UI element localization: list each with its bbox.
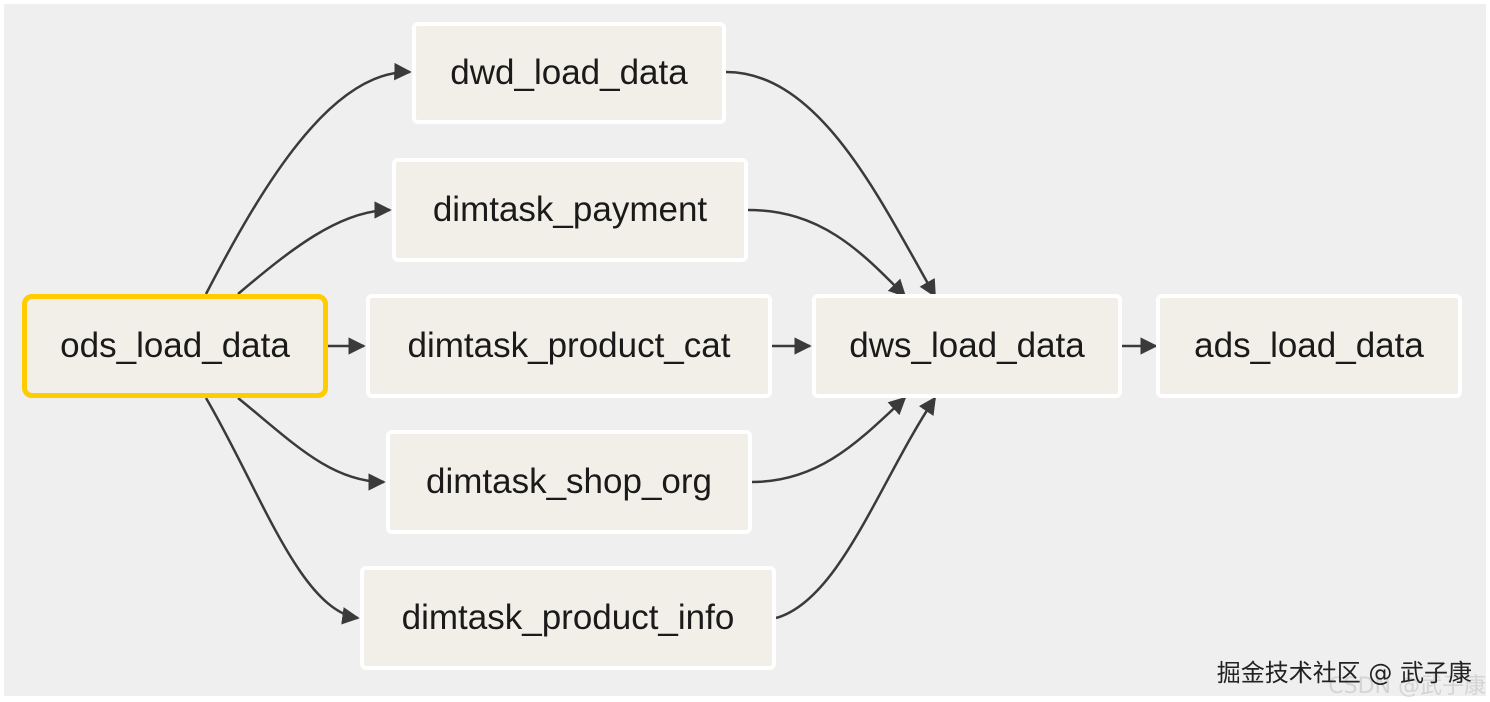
edge-ods-to-payment [237,201,392,295]
node-label: dws_load_data [849,326,1085,365]
node-ads-load-data[interactable]: ads_load_data [1156,294,1462,398]
edge-shop-org-to-dws [751,396,907,484]
node-dwd-load-data[interactable]: dwd_load_data [412,22,726,124]
node-label: dimtask_product_cat [407,326,731,365]
watermark: 掘金技术社区 @ 武子康 [1216,659,1472,687]
edge-dwd-to-dws [725,70,937,298]
watermark-ghost: CSDN @武子康 [1328,674,1486,699]
node-ods-load-data[interactable]: ods_load_data [22,294,328,398]
edge-ods-to-dwd [204,62,412,295]
node-label: dimtask_payment [432,190,708,229]
node-dimtask-payment[interactable]: dimtask_payment [392,158,748,262]
node-dimtask-shop-org[interactable]: dimtask_shop_org [386,430,752,534]
node-label: ods_load_data [60,326,290,365]
edge-payment-to-dws [747,208,907,298]
edge-product-info-to-dws [775,396,937,620]
node-label: dimtask_shop_org [426,462,712,501]
edge-ods-to-product-info [204,397,360,625]
node-dimtask-product-cat[interactable]: dimtask_product_cat [366,294,772,398]
node-dimtask-product-info[interactable]: dimtask_product_info [360,566,776,670]
node-label: dimtask_product_info [401,598,735,637]
node-label: ads_load_data [1194,326,1424,365]
node-label: dwd_load_data [450,53,688,92]
edge-ods-to-shop-org [237,397,386,491]
node-dws-load-data[interactable]: dws_load_data [812,294,1122,398]
